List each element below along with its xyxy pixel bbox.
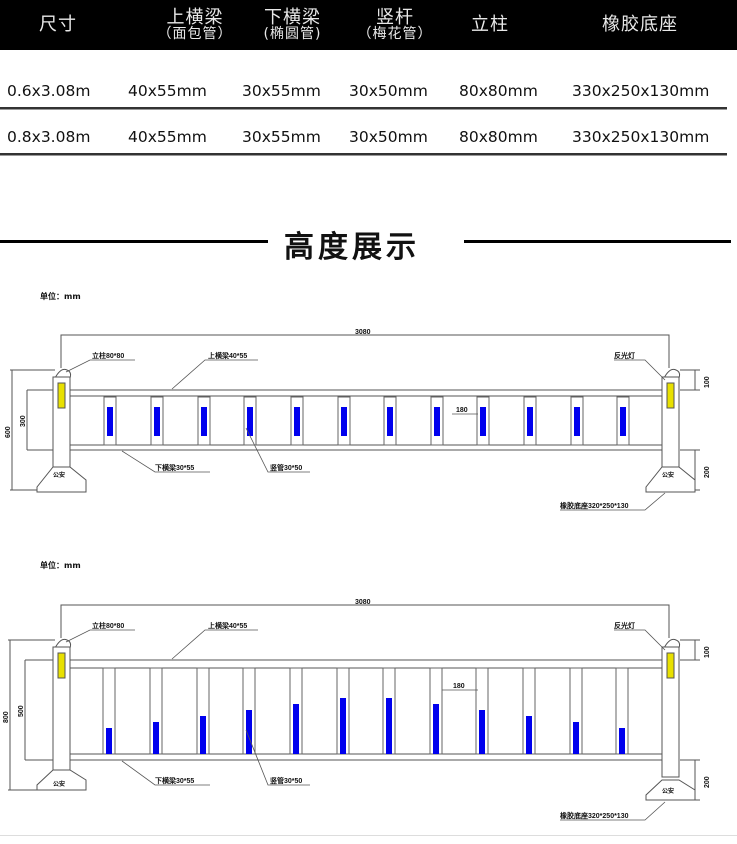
post-right (645, 368, 696, 493)
row-divider (0, 153, 727, 156)
svg-text:反光灯: 反光灯 (614, 621, 635, 630)
header-top-rail: 上横梁 （面包管） (157, 6, 233, 42)
fence-diagram-800: 3080 立柱80*80 上横梁40*55 下横梁30*55 竖管30*50 反… (3, 599, 711, 821)
svg-text:180: 180 (453, 683, 465, 690)
svg-text:竖管30*50: 竖管30*50 (270, 463, 302, 472)
heading-line-right (464, 240, 731, 243)
svg-text:橡胶底座320*250*130: 橡胶底座320*250*130 (560, 811, 629, 820)
svg-text:立柱80*80: 立柱80*80 (92, 621, 124, 630)
svg-text:下横梁30*55: 下横梁30*55 (155, 463, 194, 472)
header-bottom-rail: 下横梁 (椭圆管) (263, 6, 322, 42)
header-rubber-base: 橡胶底座 (602, 14, 678, 35)
cell-post: 80x80mm (459, 82, 538, 100)
cell-size: 0.8x3.08m (7, 128, 91, 146)
svg-text:反光灯: 反光灯 (614, 351, 635, 360)
cell-bottom-rail: 30x55mm (242, 82, 321, 100)
svg-text:公安: 公安 (662, 471, 674, 479)
header-picket: 竖杆 （梅花管） (357, 6, 433, 42)
header-size: 尺寸 (39, 14, 77, 35)
fence-diagram-600: 3080 立柱80*80 上横梁40*55 下横梁30*55 竖管30*50 反… (5, 329, 711, 511)
svg-text:200: 200 (704, 466, 711, 478)
pickets (103, 396, 630, 446)
svg-text:300: 300 (20, 415, 27, 427)
svg-text:立柱80*80: 立柱80*80 (92, 351, 124, 360)
unit-label: 单位：mm (40, 561, 81, 570)
spec-table-header: 尺寸 上横梁 （面包管） 下横梁 (椭圆管) 竖杆 （梅花管） 立柱 橡胶底座 (0, 0, 737, 50)
header-post: 立柱 (471, 14, 509, 35)
svg-text:3080: 3080 (355, 329, 371, 336)
cell-top-rail: 40x55mm (128, 128, 207, 146)
svg-text:3080: 3080 (355, 599, 371, 606)
row-divider (0, 107, 727, 110)
svg-text:600: 600 (5, 426, 12, 438)
svg-text:100: 100 (704, 646, 711, 658)
cell-rubber-base: 330x250x130mm (572, 82, 710, 100)
svg-text:公安: 公安 (53, 471, 65, 479)
cell-rubber-base: 330x250x130mm (572, 128, 710, 146)
cell-picket: 30x50mm (349, 128, 428, 146)
cell-bottom-rail: 30x55mm (242, 128, 321, 146)
svg-text:200: 200 (704, 776, 711, 788)
cell-post: 80x80mm (459, 128, 538, 146)
bottom-divider (0, 835, 737, 836)
spec-row: 0.6x3.08m 40x55mm 30x55mm 30x50mm 80x80m… (0, 82, 737, 112)
cell-picket: 30x50mm (349, 82, 428, 100)
svg-text:500: 500 (18, 705, 25, 717)
cell-top-rail: 40x55mm (128, 82, 207, 100)
heading-line-left (0, 240, 268, 243)
post-left (36, 638, 87, 791)
cell-size: 0.6x3.08m (7, 82, 91, 100)
svg-text:上横梁40*55: 上横梁40*55 (208, 621, 247, 630)
post-right (645, 638, 696, 801)
unit-label: 单位：mm (40, 292, 81, 301)
svg-text:公安: 公安 (53, 780, 65, 788)
svg-text:橡胶底座320*250*130: 橡胶底座320*250*130 (560, 501, 629, 510)
section-title: 高度展示 (284, 230, 420, 265)
spec-row: 0.8x3.08m 40x55mm 30x55mm 30x50mm 80x80m… (0, 128, 737, 158)
post-left (36, 368, 87, 493)
svg-text:上横梁40*55: 上横梁40*55 (208, 351, 247, 360)
svg-text:180: 180 (456, 407, 468, 414)
svg-text:100: 100 (704, 376, 711, 388)
svg-text:竖管30*50: 竖管30*50 (270, 776, 302, 785)
pickets (102, 667, 629, 755)
svg-text:800: 800 (3, 711, 10, 723)
section-heading: 高度展示 (0, 222, 737, 265)
svg-text:下横梁30*55: 下横梁30*55 (155, 776, 194, 785)
svg-text:公安: 公安 (662, 787, 674, 795)
